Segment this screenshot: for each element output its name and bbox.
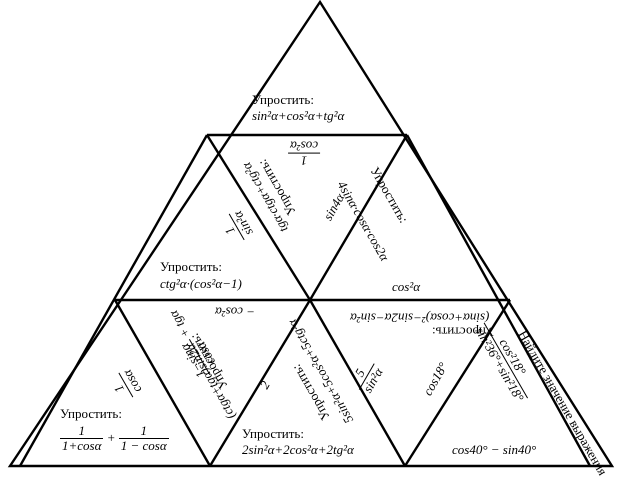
top-card-expression: sin²α+cos²α+tg²α: [252, 108, 345, 123]
lower-right-task-expression: (sinα+cosα)²−sin2α−sin²α: [350, 310, 490, 326]
bottom-left-expression: 1 1+cosα + 1 1 − cosα: [60, 423, 169, 454]
bottom-left-f1-den: 1+cosα: [62, 438, 102, 454]
bottom-left-f2-den: 1 − cosα: [120, 438, 167, 454]
center-answer-num: 1: [288, 152, 321, 169]
bottom-center-heading: Упростить:: [242, 426, 304, 441]
bottom-left-heading: Упростить:: [60, 406, 122, 421]
grid-line-low-1: [113, 299, 212, 467]
outer-triangle: [7, 0, 615, 468]
bottom-center-expression: 2sin²α+2cos²α+2tg²α: [242, 442, 354, 457]
grid-line-low-4: [403, 299, 512, 467]
bottom-left-plus: +: [106, 429, 116, 445]
grid-line-vert-right: [308, 134, 409, 301]
middle-left-heading: Упростить:: [160, 259, 222, 274]
bottom-left-f1-num: 1: [60, 423, 104, 440]
grid-line-low-3: [308, 299, 407, 467]
middle-left-expression: ctg²α·(cos²α−1): [160, 276, 242, 291]
grid-line-diag-right: [405, 134, 592, 467]
grid-line-low-2: [208, 299, 312, 467]
bottom-left-f2-num: 1: [118, 423, 169, 440]
lower-left-answer-top: − cos²α: [215, 304, 256, 320]
middle-right-answer: cos²α: [392, 279, 421, 294]
center-answer-den: cos²α: [290, 138, 319, 154]
lower-left-frac-tail: + tgα: [165, 307, 194, 341]
center-answer-fraction: 1 cos²α: [288, 138, 321, 169]
top-card-heading: Упростить:: [252, 92, 314, 107]
grid-line-vert-left: [205, 134, 312, 301]
grid-line-diag-left: [18, 134, 209, 467]
bottom-right-expression: cos40° − sin40°: [452, 442, 537, 457]
